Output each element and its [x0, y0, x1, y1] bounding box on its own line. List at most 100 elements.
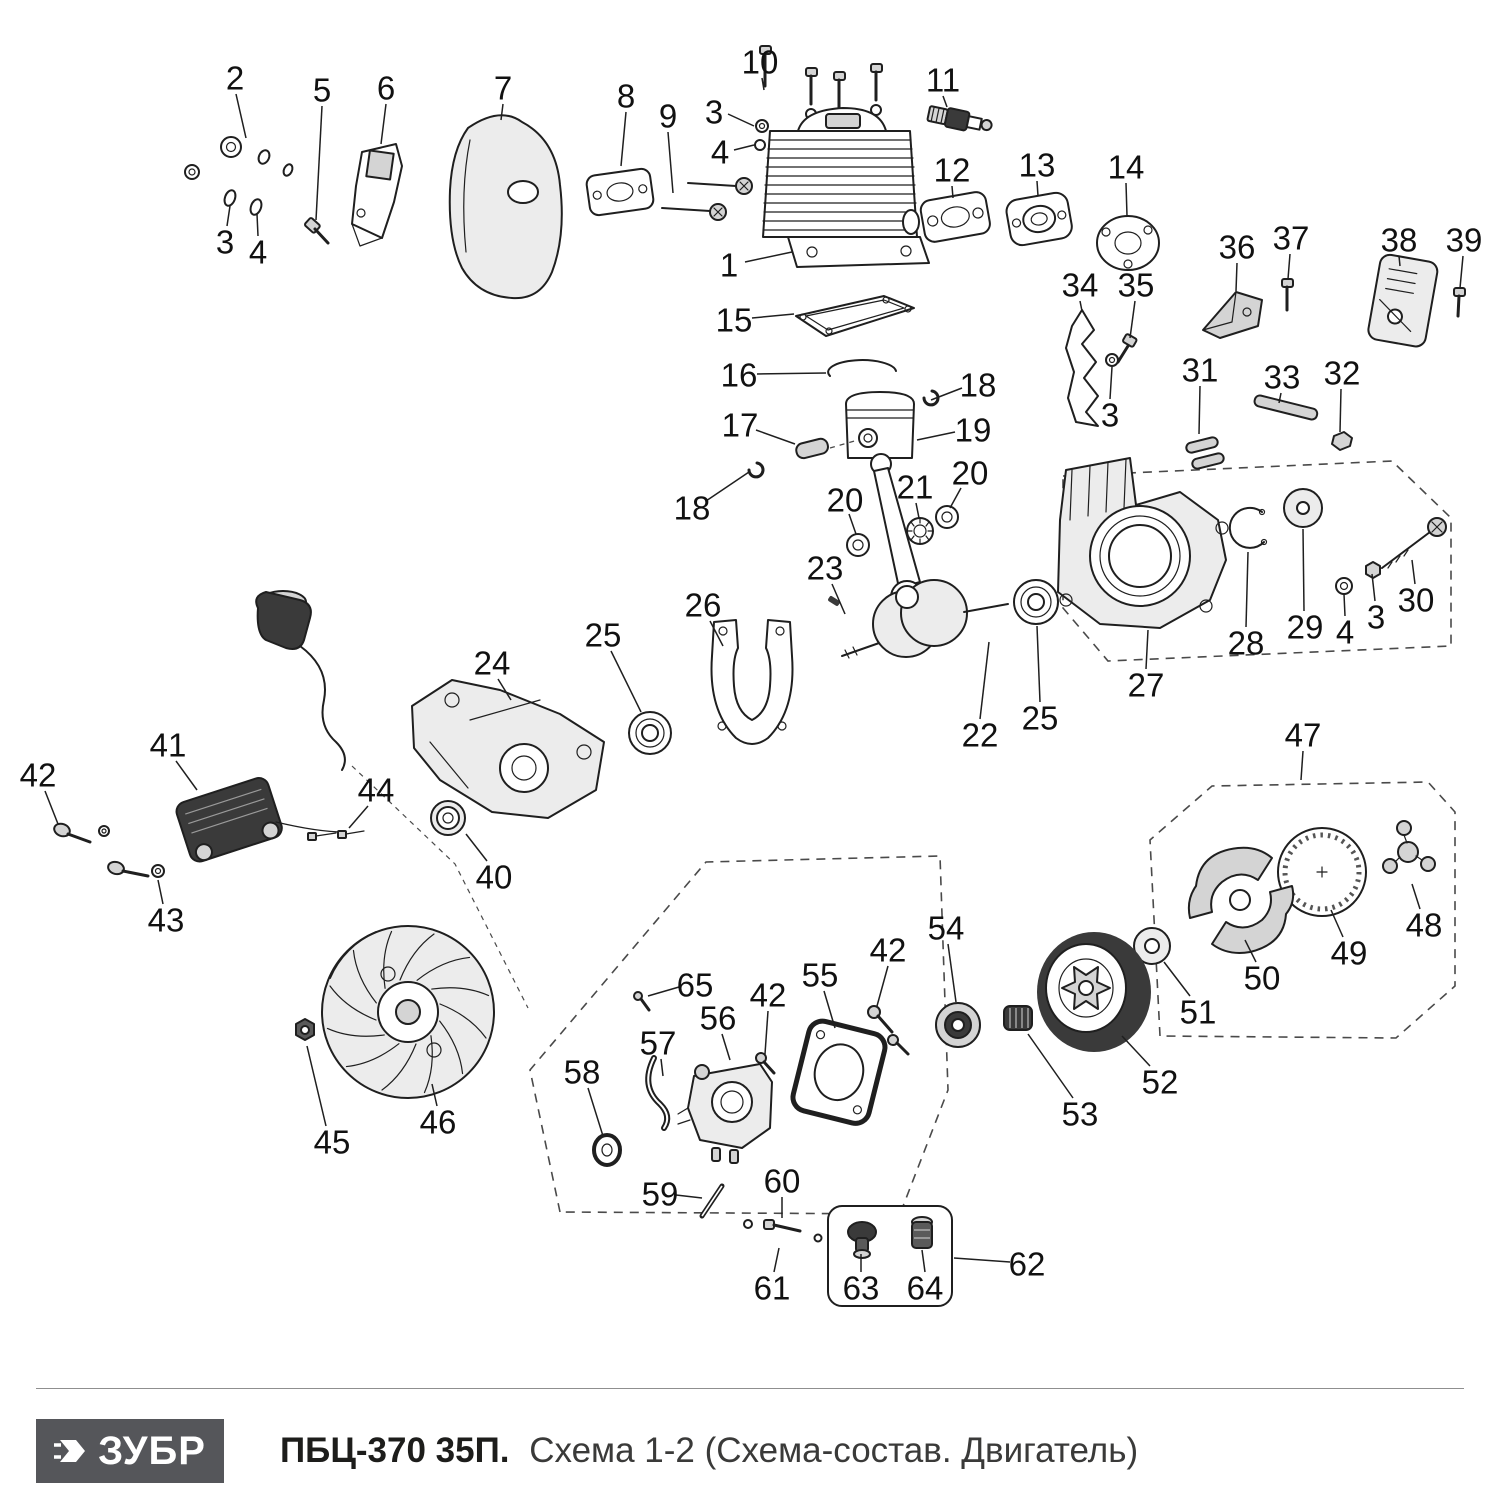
flywheel-nut — [295, 1018, 315, 1041]
washer-29 — [1283, 488, 1323, 528]
leader-line-19 — [916, 431, 956, 441]
part-label-52: 52 — [1142, 1064, 1179, 1101]
part-label-7: 7 — [494, 70, 512, 107]
part-label-39: 39 — [1446, 222, 1483, 259]
part-label-38: 38 — [1381, 222, 1418, 259]
leader-line-23 — [831, 583, 846, 615]
leader-line-29 — [1302, 528, 1305, 612]
part-label-29: 29 — [1287, 609, 1324, 646]
leader-line-8 — [620, 111, 627, 167]
exhaust-gasket — [919, 191, 991, 243]
wrist-pin — [795, 437, 829, 460]
leader-line-30 — [1411, 559, 1416, 585]
leader-line-7 — [500, 103, 504, 121]
part-label-47: 47 — [1285, 717, 1322, 754]
leader-line-51 — [1163, 961, 1191, 997]
plug-64 — [911, 1216, 933, 1249]
part-label-28: 28 — [1228, 625, 1265, 662]
leader-line-10 — [761, 77, 765, 91]
screws-42-center — [755, 1005, 910, 1075]
leader-line-9 — [667, 131, 674, 194]
leader-line-53 — [1027, 1033, 1074, 1099]
circlip — [922, 389, 940, 407]
part-label-59: 59 — [642, 1176, 679, 1213]
part-label-3: 3 — [1101, 397, 1119, 434]
leader-line-56 — [721, 1033, 731, 1061]
leader-line-16 — [756, 372, 827, 375]
wire-terminals — [307, 830, 365, 841]
leader-line-22 — [979, 641, 990, 720]
part-label-51: 51 — [1180, 994, 1217, 1031]
leader-line-38 — [1398, 255, 1401, 267]
leader-line-11 — [942, 95, 948, 108]
part-label-61: 61 — [754, 1270, 791, 1307]
part-label-15: 15 — [716, 302, 753, 339]
part-label-42: 42 — [20, 757, 57, 794]
part-label-64: 64 — [907, 1270, 944, 1307]
base-gasket — [795, 295, 915, 337]
leader-line-14 — [1125, 182, 1128, 217]
switch-bracket — [351, 143, 403, 247]
piston-ring — [827, 359, 897, 377]
part-label-14: 14 — [1108, 149, 1145, 186]
plug-63 — [847, 1221, 877, 1259]
part-label-26: 26 — [685, 587, 722, 624]
chain-guide-plate — [1367, 253, 1439, 348]
part-label-9: 9 — [659, 98, 677, 135]
part-label-40: 40 — [476, 859, 513, 896]
worm-gear-54 — [935, 1002, 981, 1048]
part-label-17: 17 — [722, 407, 759, 444]
leader-line-3 — [727, 113, 755, 127]
leader-line-37 — [1287, 253, 1291, 280]
screw-kit-60-61 — [743, 1219, 823, 1243]
footer-divider — [36, 1388, 1464, 1389]
leader-line-25 — [610, 650, 642, 713]
long-bolts — [661, 177, 753, 221]
leader-line-21 — [915, 502, 920, 519]
part-label-56: 56 — [700, 1000, 737, 1037]
part-label-36: 36 — [1219, 229, 1256, 266]
leader-line-41 — [175, 760, 198, 791]
part-label-33: 33 — [1264, 359, 1301, 396]
leader-line-44 — [348, 805, 369, 829]
part-label-65: 65 — [677, 967, 714, 1004]
leader-line-34 — [1079, 300, 1083, 312]
small-fasteners — [184, 136, 330, 245]
leader-line-62 — [953, 1257, 1011, 1263]
bearing-40 — [430, 800, 466, 836]
part-label-8: 8 — [617, 78, 635, 115]
bolt-30 — [1381, 517, 1447, 569]
leader-line-46 — [431, 1083, 438, 1107]
leader-line-54 — [947, 943, 957, 1003]
part-label-45: 45 — [314, 1124, 351, 1161]
part-label-6: 6 — [377, 70, 395, 107]
leader-line-4 — [256, 213, 259, 237]
cylinder — [762, 107, 930, 268]
screw-42-left — [53, 822, 110, 844]
leader-line-4 — [1343, 593, 1346, 617]
leader-line-1 — [744, 251, 793, 263]
part-label-46: 46 — [420, 1104, 457, 1141]
clutch-drum — [1037, 932, 1151, 1052]
part-label-34: 34 — [1062, 267, 1099, 304]
part-label-4: 4 — [711, 134, 729, 171]
leader-line-47 — [1300, 750, 1304, 781]
clutch-hub-48 — [1382, 820, 1436, 874]
leader-line-2 — [235, 93, 247, 139]
part-label-54: 54 — [928, 910, 965, 947]
brand-name: ЗУБР — [98, 1428, 206, 1473]
plug-box-62 — [827, 1205, 953, 1307]
bearing-left — [628, 711, 672, 755]
leader-line-6 — [380, 103, 387, 145]
leader-line-57 — [660, 1058, 664, 1077]
clutch-shoes-50 — [1187, 846, 1295, 954]
flywheel — [321, 925, 495, 1099]
carb-gasket — [790, 1018, 888, 1126]
part-label-4: 4 — [249, 234, 267, 271]
dowel-pins — [1185, 394, 1353, 470]
part-label-3: 3 — [216, 224, 234, 261]
crankcase — [1057, 457, 1229, 629]
leader-line-40 — [465, 833, 488, 862]
part-label-42: 42 — [870, 932, 907, 969]
